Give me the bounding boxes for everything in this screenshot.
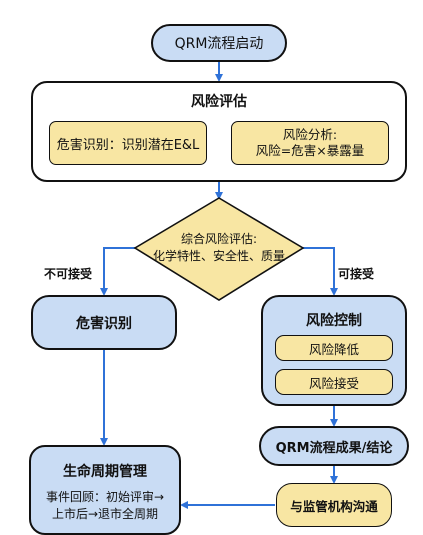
hazard-identification-text: 危害识别：识别潜在E&L: [56, 137, 200, 153]
risk-assessment-box: 风险评估 危害识别：识别潜在E&L 风险分析: 风险=危害×暴露量: [31, 81, 407, 182]
lifecycle-title: 生命周期管理: [63, 464, 147, 480]
decision-diamond-shape: [133, 197, 305, 301]
hazard-identification-node: 危害识别: [31, 295, 177, 350]
start-label: QRM流程启动: [174, 36, 264, 52]
not-acceptable-label: 不可接受: [44, 267, 93, 281]
risk-analysis-line2: 风险=危害×暴露量: [255, 143, 365, 158]
risk-analysis-line1: 风险分析:: [282, 127, 338, 142]
risk-analysis-card: 风险分析: 风险=危害×暴露量: [231, 121, 389, 165]
risk-reduction-item: 风险降低: [275, 335, 393, 361]
regulator-communication-node: 与监管机构沟通: [276, 483, 392, 527]
arrow-decision-to-hazard: [100, 247, 135, 296]
hazard-identification-label: 危害识别: [76, 315, 132, 332]
acceptable-label: 可接受: [338, 267, 375, 281]
lifecycle-management-node: 生命周期管理 事件回顾：初始评审→ 上市后→退市全周期: [29, 445, 181, 535]
lifecycle-description: 事件回顾：初始评审→ 上市后→退市全周期: [31, 489, 179, 523]
arrow-decision-to-control: [303, 247, 338, 296]
qrm-result-node: QRM流程成果/结论: [259, 426, 409, 466]
start-node: QRM流程启动: [151, 24, 287, 62]
flow-connectors: [100, 61, 338, 509]
risk-assessment-title: 风险评估: [191, 94, 247, 110]
decision-text: 综合风险评估: 化学特性、安全性、质量: [139, 226, 299, 270]
regulator-communication-label: 与监管机构沟通: [290, 498, 378, 514]
risk-acceptance-label: 风险接受: [308, 375, 359, 391]
lifecycle-line2: 上市后→退市全周期: [51, 507, 159, 521]
risk-acceptance-item: 风险接受: [275, 369, 393, 395]
risk-reduction-label: 风险降低: [308, 341, 359, 357]
decision-line1: 综合风险评估:: [180, 232, 258, 246]
risk-control-title: 风险控制: [306, 313, 362, 329]
decision-line2: 化学特性、安全性、质量: [152, 249, 285, 263]
lifecycle-line1: 事件回顾：初始评审→: [45, 490, 165, 504]
hazard-identification-card: 危害识别：识别潜在E&L: [49, 121, 207, 165]
risk-control-node: 风险控制 风险降低 风险接受: [261, 295, 407, 406]
qrm-result-label: QRM流程成果/结论: [275, 440, 393, 456]
